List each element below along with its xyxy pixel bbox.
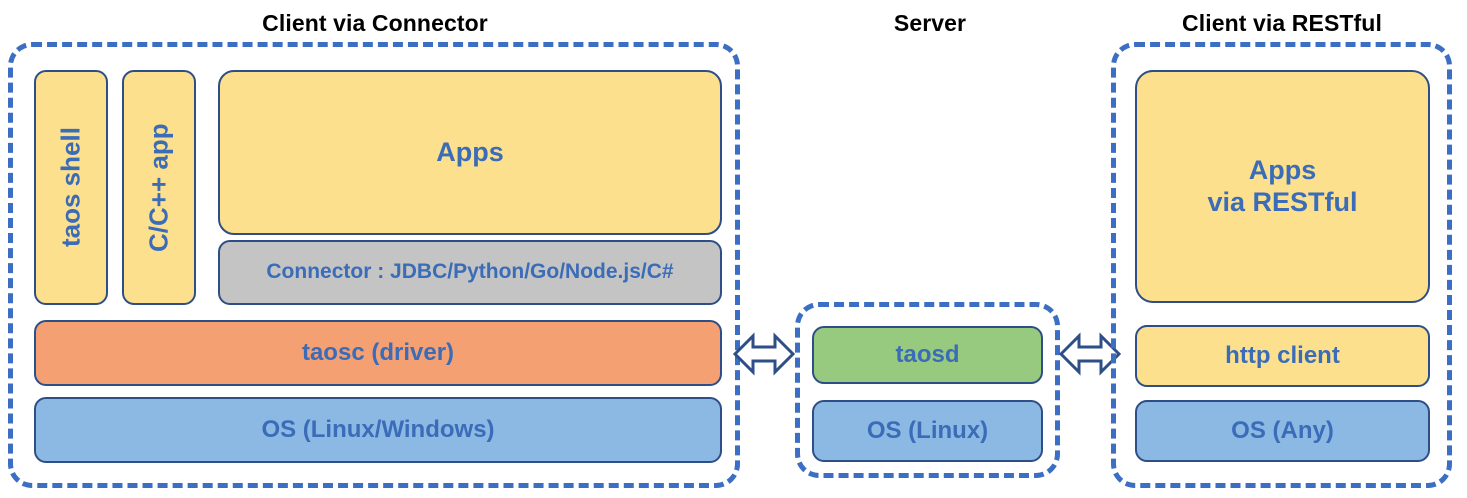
box-os-linux[interactable]: OS (Linux) bbox=[812, 400, 1043, 462]
box-taosd[interactable]: taosd bbox=[812, 326, 1043, 384]
box-apps-connector[interactable]: Apps bbox=[218, 70, 722, 235]
panel-client-via-restful bbox=[1111, 42, 1452, 488]
box-apps-via-restful-line1: Apps bbox=[1248, 154, 1317, 185]
panel-client-via-connector bbox=[8, 42, 740, 488]
box-c-cpp-app[interactable]: C/C++ app bbox=[122, 70, 196, 305]
box-apps-via-restful-line2: via RESTful bbox=[1207, 186, 1358, 217]
box-http-client[interactable]: http client bbox=[1135, 325, 1430, 387]
box-os-linux-windows[interactable]: OS (Linux/Windows) bbox=[34, 397, 722, 463]
section-title-server: Server bbox=[893, 10, 967, 36]
box-taos-shell[interactable]: taos shell bbox=[34, 70, 108, 305]
section-title-client-restful: Client via RESTful bbox=[1182, 10, 1382, 36]
double-headed-arrow-icon-right bbox=[1059, 330, 1121, 378]
box-os-any[interactable]: OS (Any) bbox=[1135, 400, 1430, 462]
box-apps-via-restful[interactable]: Apps via RESTful bbox=[1135, 70, 1430, 303]
section-title-client-connector: Client via Connector bbox=[262, 10, 488, 36]
double-headed-arrow-icon-left bbox=[733, 330, 795, 378]
panel-server bbox=[795, 302, 1060, 478]
box-connector-list[interactable]: Connector : JDBC/Python/Go/Node.js/C# bbox=[218, 240, 722, 305]
box-taosc-driver[interactable]: taosc (driver) bbox=[34, 320, 722, 386]
